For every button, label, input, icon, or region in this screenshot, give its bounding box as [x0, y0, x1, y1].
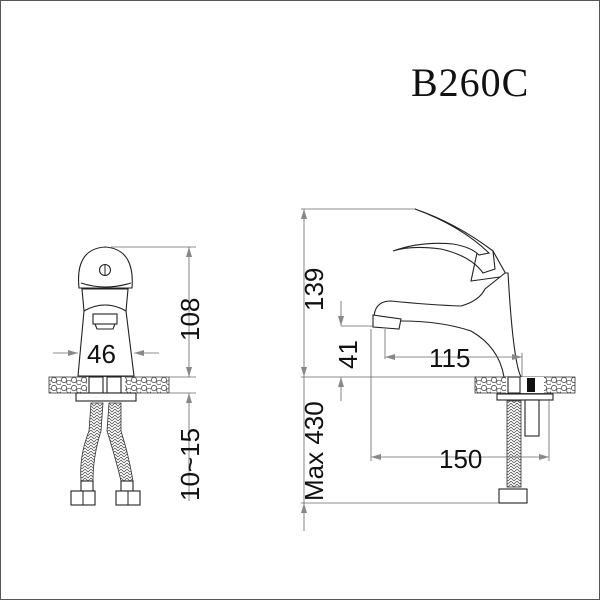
model-number-title: B260C: [411, 60, 530, 105]
dim-spout-reach-115: 115: [429, 343, 470, 373]
dim-total-height-139: 139: [299, 268, 329, 311]
front-view: [48, 246, 196, 506]
dim-max-hose-430: Max 430: [299, 401, 329, 501]
hose-right: [106, 402, 134, 482]
nut-side: [498, 488, 528, 504]
dim-spout-height-41: 41: [333, 340, 363, 369]
dim-thickness-10-15: 10~15: [175, 428, 205, 501]
lever-handle: [392, 208, 496, 274]
hose-side: [506, 400, 522, 488]
side-view: [301, 208, 576, 531]
dim-height-108: 108: [175, 298, 205, 341]
faucet-body: [77, 304, 135, 377]
aerator: [372, 314, 402, 330]
mounting-stud: [524, 399, 540, 437]
dim-width-46: 46: [87, 339, 116, 369]
spout: [373, 272, 522, 378]
hose-left: [80, 402, 104, 482]
dim-depth-150: 150: [439, 444, 482, 474]
